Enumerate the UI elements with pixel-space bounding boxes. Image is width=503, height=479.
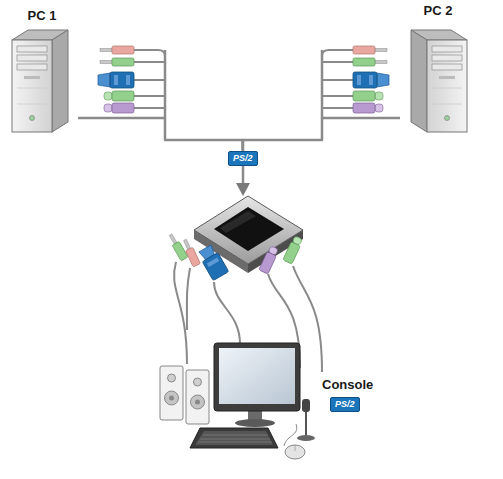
pc-cable-plugs: [98, 46, 165, 118]
console-plugs: [259, 245, 279, 274]
speakers: [168, 374, 176, 382]
console-plugs: [167, 233, 303, 281]
mouse: [284, 424, 305, 459]
microphone: [297, 399, 315, 441]
console-cables: [214, 282, 240, 344]
keyboard: [190, 428, 278, 448]
kvm-switch: [214, 207, 284, 251]
mouse: [284, 424, 297, 446]
microphone: [305, 410, 307, 436]
speakers: [169, 396, 174, 401]
console-plugs: [207, 258, 219, 267]
pc-tower: [411, 30, 467, 132]
console-label: Console: [322, 377, 373, 393]
microphone: [297, 435, 315, 441]
pc-cable-plugs: [322, 46, 389, 118]
mouse: [285, 445, 305, 459]
monitor: [214, 343, 300, 411]
console-plugs: [181, 238, 200, 267]
console-plugs: [186, 247, 201, 267]
speakers: [160, 366, 183, 420]
interface-label: PS/2: [335, 399, 355, 410]
keyboard: [195, 431, 273, 445]
kvm-switch: [194, 196, 303, 264]
console-plugs: [283, 242, 301, 264]
main-cable: [236, 183, 250, 196]
computer-name: PC 2: [400, 3, 476, 19]
computer-name: PC 1: [6, 8, 78, 24]
connector-badge: PS/2: [330, 397, 360, 412]
console-plugs: [197, 244, 229, 281]
monitor: [219, 348, 295, 404]
mouse: [295, 445, 296, 451]
speakers: [191, 395, 205, 409]
pc-tower: [12, 30, 68, 132]
console-plugs: [184, 239, 191, 249]
connector-badge: PS/2: [228, 151, 258, 166]
keyboard: [198, 442, 272, 443]
kvm-switch: [220, 211, 256, 233]
cable-connector: [78, 118, 243, 151]
console-plugs: [169, 234, 177, 244]
speakers: [195, 400, 200, 405]
speakers: [186, 370, 209, 424]
monitor: [214, 343, 300, 427]
keyboard: [203, 435, 268, 436]
monitor: [235, 419, 275, 427]
speakers: [165, 391, 179, 405]
cable-connector: [243, 118, 400, 151]
console-plugs: [283, 235, 303, 264]
keyboard: [190, 428, 278, 448]
computer-node: PC 2: [400, 3, 476, 133]
computer-node: PC 1: [6, 8, 78, 134]
interface-label: PS/2: [233, 153, 253, 164]
keyboard: [200, 439, 270, 440]
console-plugs: [202, 253, 229, 281]
console-plugs: [167, 233, 188, 261]
main-cable: [236, 140, 250, 196]
console-plugs: [259, 252, 277, 274]
keyboard: [198, 435, 272, 442]
console-cables: [174, 262, 187, 364]
speakers: [160, 366, 209, 424]
microphone: [302, 399, 310, 412]
speakers: [194, 378, 202, 386]
console-cables: [187, 268, 190, 330]
